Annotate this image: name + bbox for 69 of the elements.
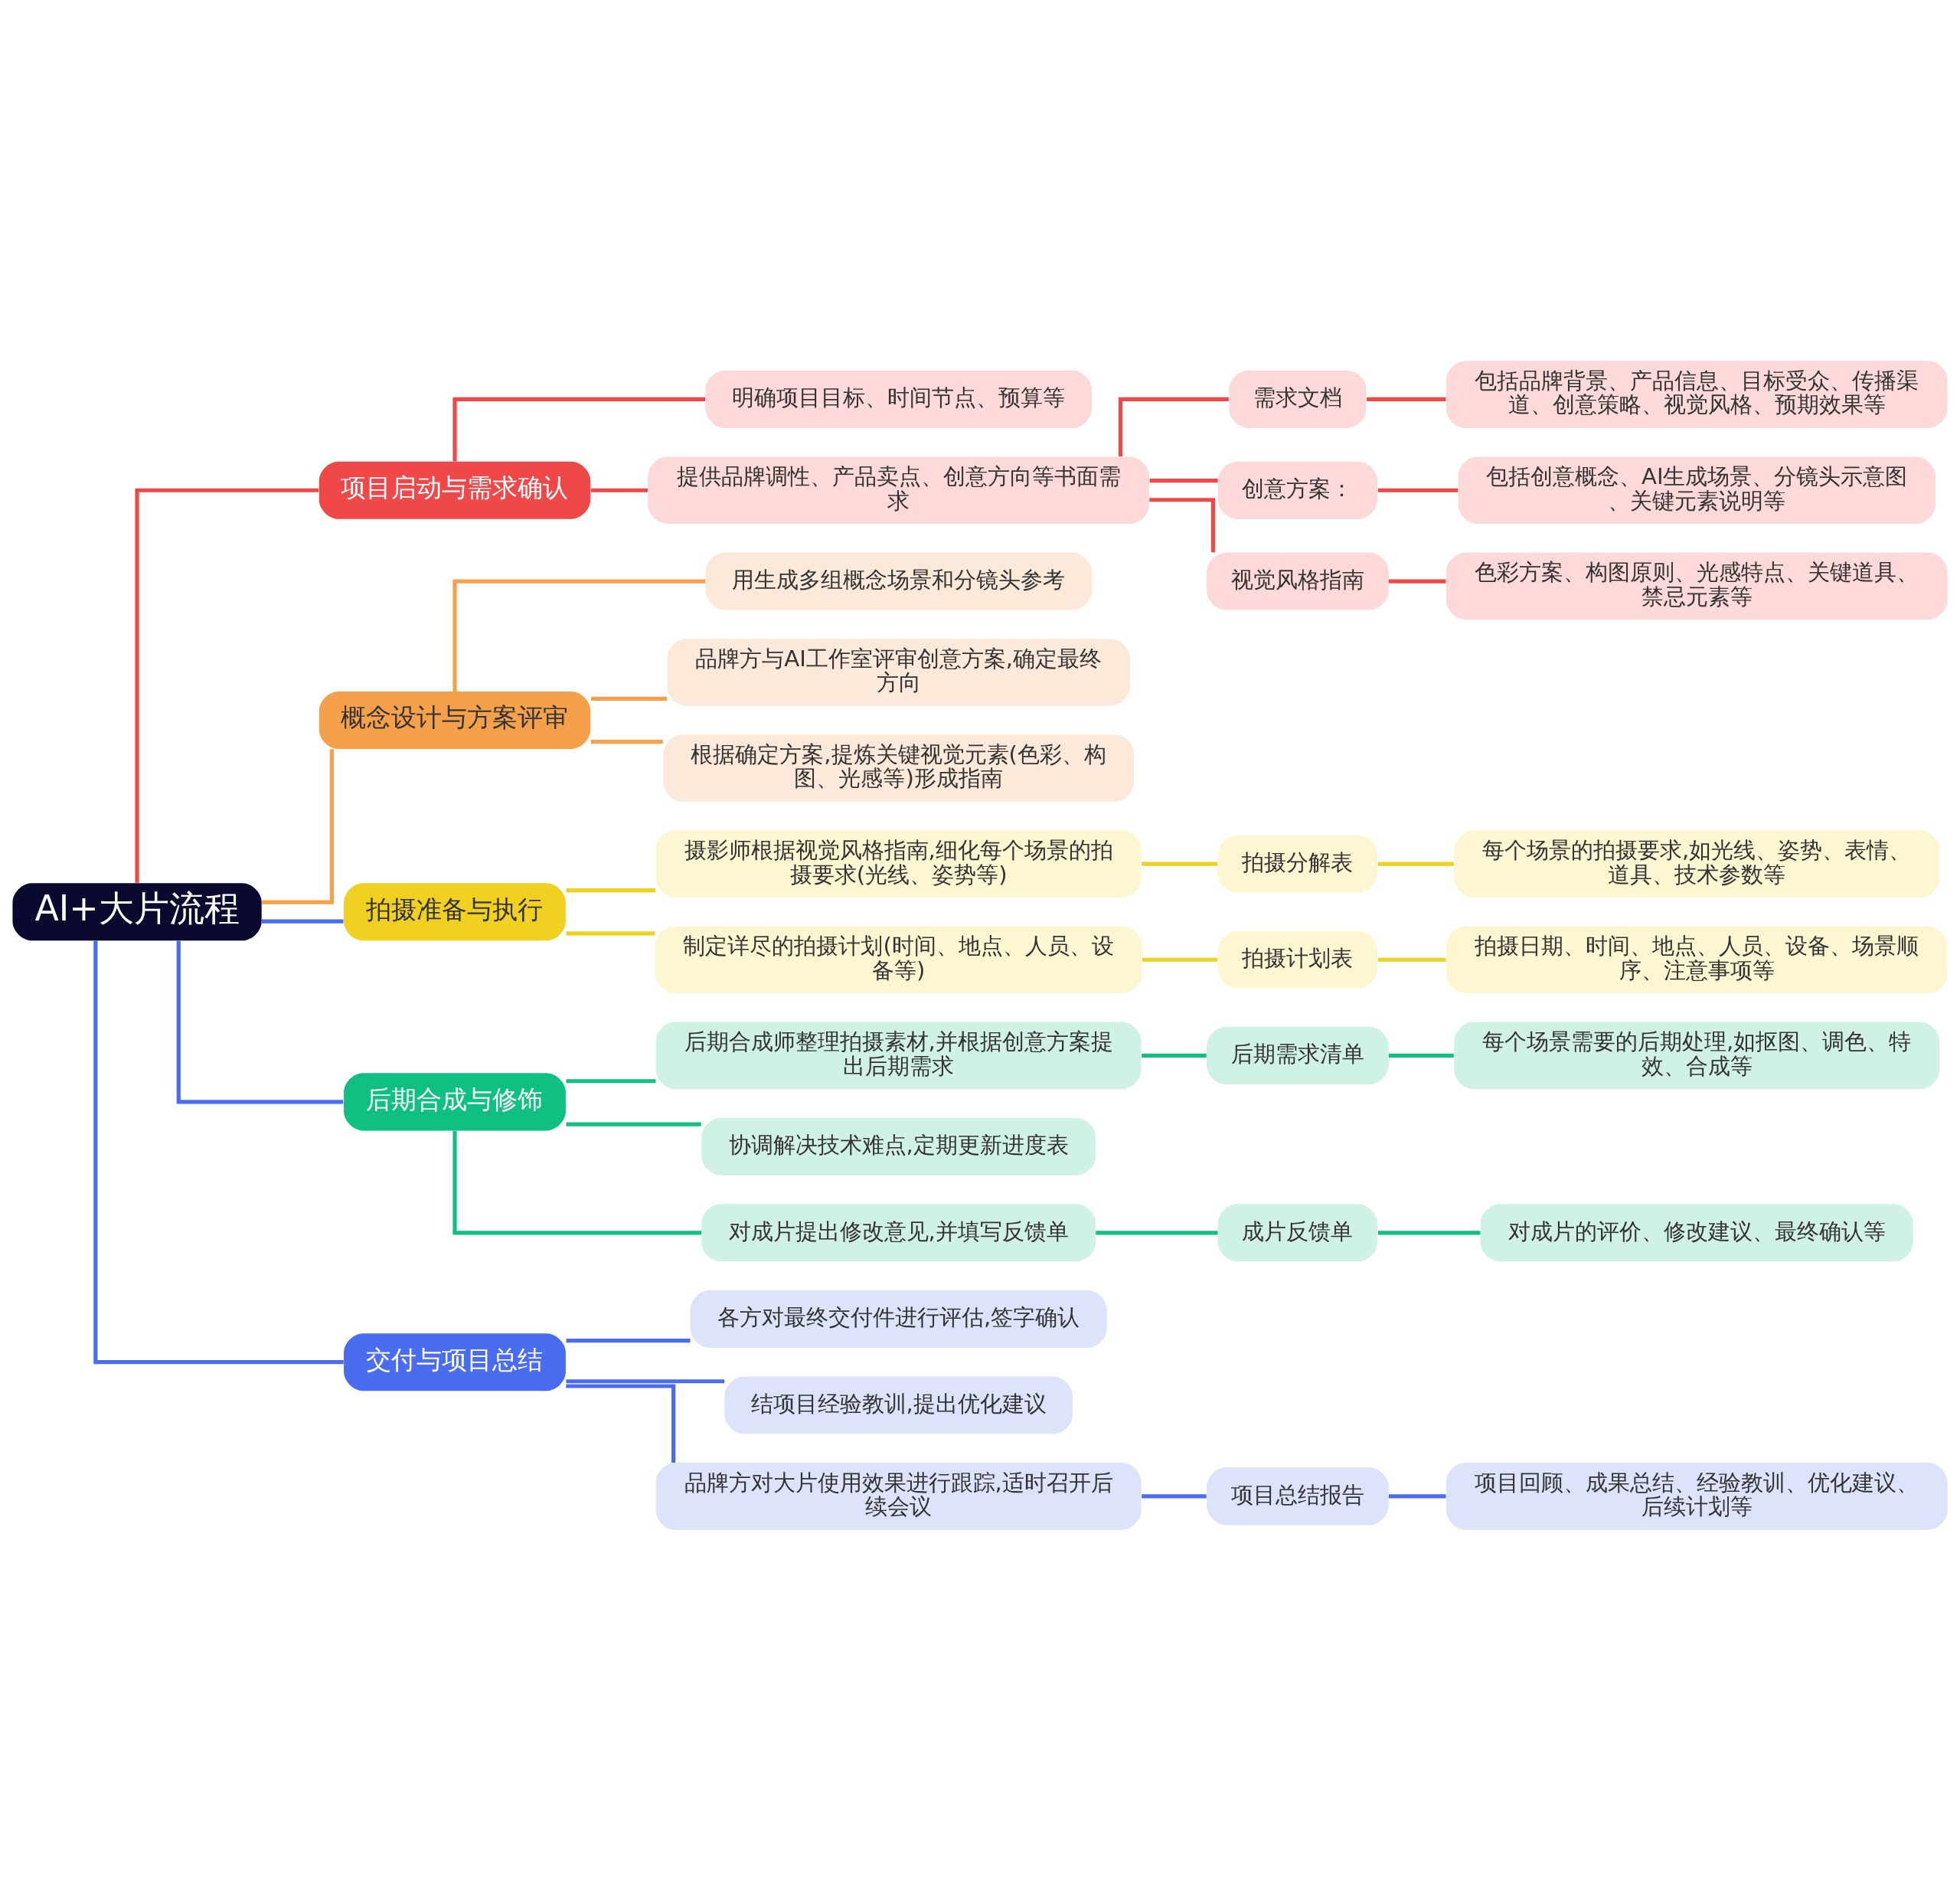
node-box: 品牌方对大片使用效果进行跟踪,适时召开后续会议 bbox=[655, 1462, 1142, 1530]
connector bbox=[261, 919, 344, 924]
connector bbox=[452, 397, 706, 462]
connector bbox=[93, 940, 344, 1364]
node-box: 品牌方与AI工作室评审创意方案,确定最终方向 bbox=[667, 638, 1130, 706]
node-box: 拍摄准备与执行 bbox=[344, 882, 566, 940]
node-box: 拍摄分解表 bbox=[1217, 835, 1378, 893]
node-box: 对成片的评价、修改建议、最终确认等 bbox=[1480, 1203, 1913, 1261]
node-box: 包括创意概念、AI生成场景、分镜头示意图、关键元素说明等 bbox=[1458, 456, 1936, 524]
connector bbox=[1096, 1230, 1218, 1234]
node-box: 需求文档 bbox=[1229, 370, 1367, 428]
node-box: 拍摄日期、时间、地点、人员、设备、场景顺序、注意事项等 bbox=[1446, 926, 1948, 993]
node-box: 创意方案： bbox=[1217, 461, 1378, 519]
connector bbox=[590, 696, 668, 701]
node-box: 项目启动与需求确认 bbox=[318, 461, 591, 519]
node-box: 每个场景的拍摄要求,如光线、姿势、表情、道具、技术参数等 bbox=[1454, 829, 1940, 898]
node-box: 各方对最终交付件进行评估,签字确认 bbox=[690, 1290, 1107, 1348]
connector bbox=[1377, 488, 1459, 492]
node-box: 摄影师根据视觉风格指南,细化每个场景的拍摄要求(光线、姿势等) bbox=[655, 829, 1142, 898]
connector bbox=[1142, 862, 1218, 866]
connector bbox=[1388, 1493, 1446, 1498]
node-box: 制定详尽的拍摄计划(时间、地点、人员、设备等) bbox=[655, 926, 1142, 993]
connector bbox=[1377, 957, 1446, 962]
connector bbox=[1149, 497, 1216, 552]
node-box: 交付与项目总结 bbox=[344, 1332, 566, 1391]
node-box: 后期需求清单 bbox=[1207, 1026, 1389, 1084]
connector bbox=[1142, 1493, 1207, 1498]
node-box: 概念设计与方案评审 bbox=[318, 691, 591, 749]
node-box: 视觉风格指南 bbox=[1207, 552, 1389, 610]
node-box: 项目总结报告 bbox=[1207, 1467, 1389, 1525]
node-box: AI+大片流程 bbox=[12, 882, 262, 940]
connector bbox=[135, 488, 319, 883]
node-box: 后期合成师整理拍摄素材,并根据创意方案提出后期需求 bbox=[655, 1022, 1142, 1089]
connector bbox=[566, 930, 655, 935]
connector bbox=[452, 579, 706, 692]
connector bbox=[176, 940, 344, 1104]
connector bbox=[1142, 957, 1218, 962]
node-box: 每个场景需要的后期处理,如抠图、调色、特效、合成等 bbox=[1454, 1022, 1940, 1089]
connector bbox=[566, 888, 656, 892]
node-box: 协调解决技术难点,定期更新进度表 bbox=[701, 1117, 1096, 1176]
connector bbox=[1118, 397, 1229, 456]
connector bbox=[1149, 478, 1218, 482]
node-box: 提供品牌调性、产品卖点、创意方向等书面需求 bbox=[648, 456, 1149, 524]
connector bbox=[566, 1121, 701, 1126]
node-box: 根据确定方案,提炼关键视觉元素(色彩、构图、光感等)形成指南 bbox=[663, 734, 1135, 802]
connector bbox=[1367, 397, 1446, 401]
connector bbox=[566, 1383, 676, 1463]
node-box: 色彩方案、构图原则、光感特点、关键道具、禁忌元素等 bbox=[1446, 552, 1948, 620]
connector bbox=[1377, 1230, 1481, 1234]
node-box: 对成片提出修改意见,并填写反馈单 bbox=[701, 1203, 1096, 1261]
connector bbox=[262, 748, 335, 904]
node-box: 结项目经验教训,提出优化建议 bbox=[724, 1376, 1073, 1434]
node-box: 用生成多组概念场景和分镜头参考 bbox=[705, 552, 1092, 610]
node-box: 包括品牌背景、产品信息、目标受众、传播渠道、创意策略、视觉风格、预期效果等 bbox=[1446, 360, 1948, 428]
connector bbox=[1388, 1053, 1454, 1058]
connector bbox=[1388, 579, 1446, 584]
connector bbox=[566, 1378, 725, 1383]
connector bbox=[452, 1130, 702, 1234]
connector bbox=[1377, 862, 1454, 866]
connector bbox=[566, 1078, 656, 1083]
connector bbox=[1142, 1053, 1207, 1058]
node-box: 拍摄计划表 bbox=[1217, 930, 1378, 989]
connector bbox=[566, 1338, 691, 1342]
connector bbox=[590, 488, 648, 492]
connector bbox=[590, 739, 663, 744]
node-box: 后期合成与修饰 bbox=[344, 1072, 566, 1130]
node-box: 成片反馈单 bbox=[1217, 1203, 1378, 1261]
node-box: 项目回顾、成果总结、经验教训、优化建议、后续计划等 bbox=[1446, 1462, 1948, 1530]
node-box: 明确项目目标、时间节点、预算等 bbox=[705, 370, 1092, 428]
